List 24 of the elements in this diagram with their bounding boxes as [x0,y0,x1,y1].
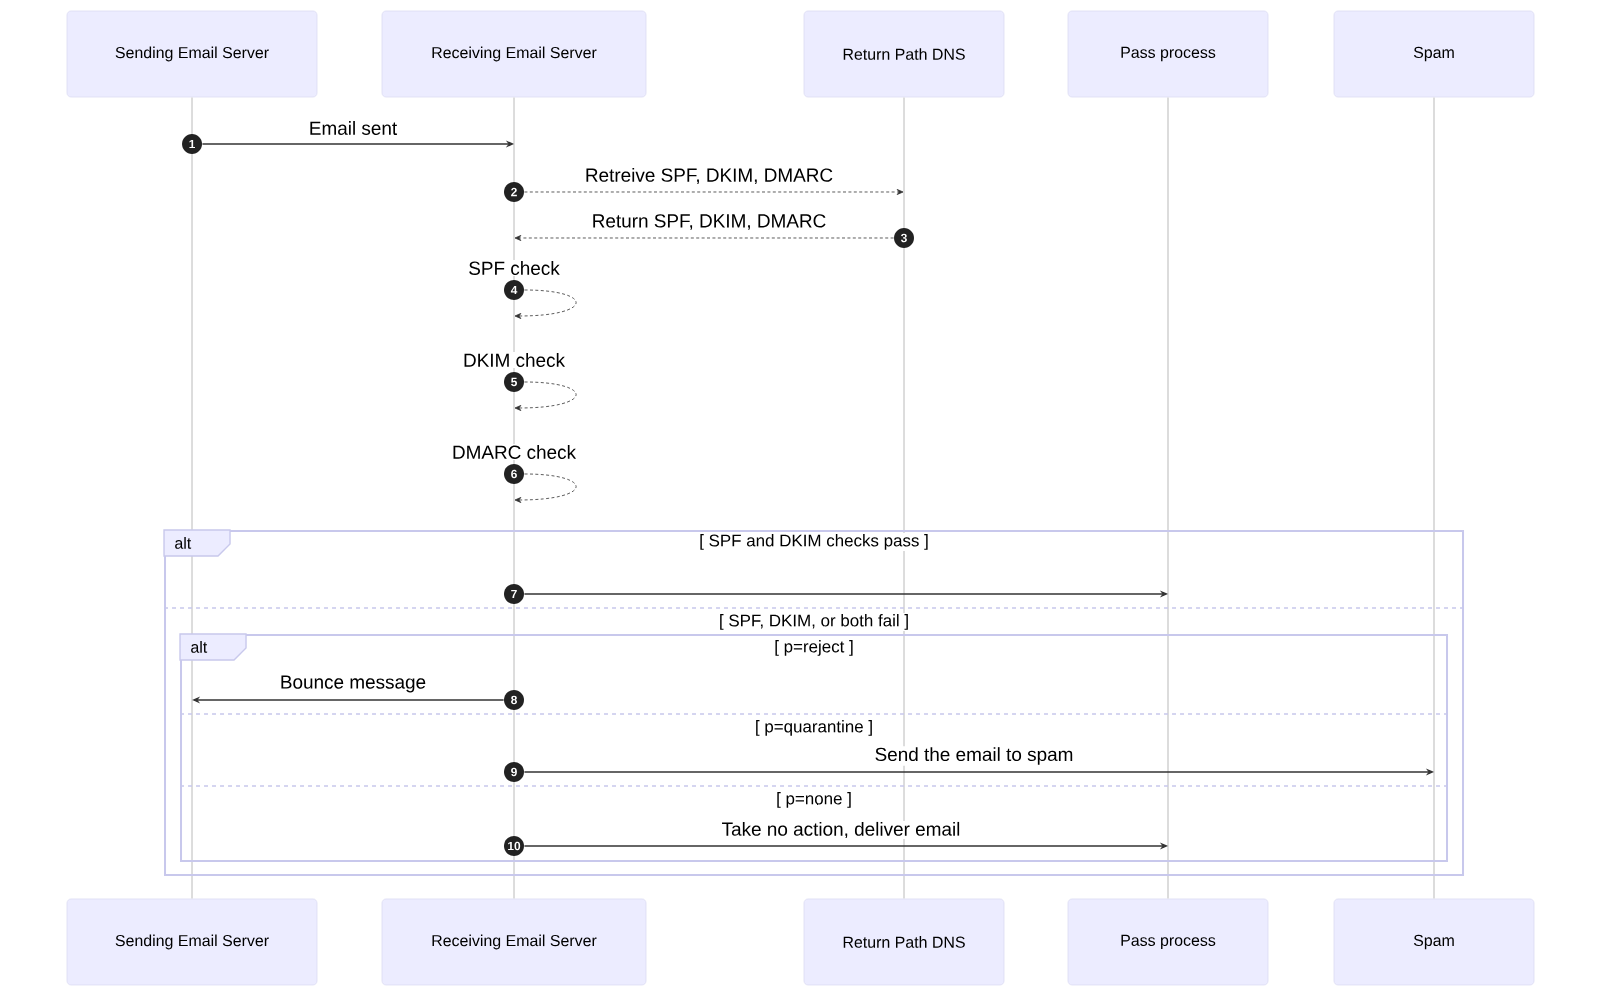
guard-label: [ p=quarantine ] [753,719,875,737]
lifeline [191,96,193,900]
edge-label: Return SPF, DKIM, DMARC [590,213,828,231]
edge-label: SPF check [467,260,561,276]
edge-label: DKIM check [462,352,567,368]
guard-label: [ p=reject ] [773,639,855,657]
lifeline [903,96,905,900]
edge-label: Send the email to spam [873,746,1075,766]
edge-label: Take no action, deliver email [720,820,962,840]
lifeline [513,96,515,900]
guard-label: [ p=none ] [775,791,853,809]
guard-label: [ SPF and DKIM checks pass ] [698,533,930,551]
self-message-arrow [514,473,577,503]
edge-label: Email sent [307,120,399,136]
self-message-arrow [514,381,577,411]
guard-label: [ SPF, DKIM, or both fail ] [717,613,911,631]
lifeline [1167,96,1169,900]
self-message-arrow [514,289,577,319]
edge-label: Bounce message [278,674,428,694]
message-arrow [514,235,894,241]
edge-label: DMARC check [450,444,578,460]
lifeline [1433,96,1435,900]
message-arrow [524,189,904,195]
edge-label: Retreive SPF, DKIM, DMARC [583,166,835,186]
